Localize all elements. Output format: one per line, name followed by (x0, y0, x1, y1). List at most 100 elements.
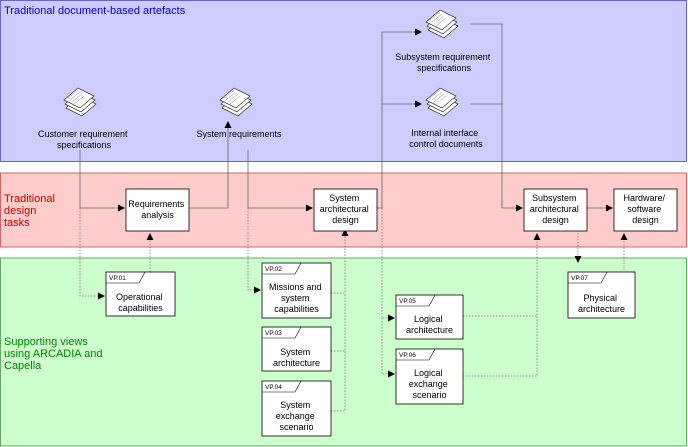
connector-customer-to-vp01 (79, 208, 105, 300)
viewpoint-tag: VP.06 (399, 352, 416, 359)
viewpoint-label-line: capabilities (118, 303, 163, 313)
lane-tasks-title: Traditional design tasks (4, 193, 58, 229)
viewpoint-label-line: scenario (279, 422, 313, 432)
lane-tasks-title-line: tasks (4, 217, 30, 229)
viewpoint-tag: VP.05 (399, 298, 416, 305)
task-label-line: design (332, 215, 359, 225)
document-label: Customer requirement specifications (38, 129, 130, 150)
document-label-line: Customer requirement (38, 129, 128, 139)
document-label-line: specifications (57, 140, 112, 150)
lane-tasks-title-line: Traditional (4, 193, 55, 205)
viewpoint-label-line: Missions and (269, 282, 322, 292)
document-label-line: control documents (409, 139, 483, 149)
viewpoint-vp02: VP.02 Missions and system capabilities (261, 262, 332, 319)
task-label-line: analysis (141, 210, 174, 220)
viewpoint-label: Operational capabilities (116, 292, 165, 313)
viewpoint-box (261, 326, 332, 372)
viewpoint-label-line: architecture (406, 325, 453, 335)
viewpoint-label-line: Operational (116, 292, 163, 302)
task-requirements-analysis: Requirements analysis (125, 188, 190, 232)
viewpoint-tab (396, 348, 436, 361)
lane-views-title-line: Capella (4, 360, 42, 372)
task-box (313, 188, 378, 232)
document-label-line: Internal interface (411, 128, 478, 138)
task-box (125, 188, 190, 232)
viewpoint-label-line: Logical (414, 368, 443, 378)
viewpoint-label-line: System (280, 400, 310, 410)
viewpoint-box (567, 271, 636, 319)
task-subsystem-architectural-design: Subsystem architectural design (523, 188, 588, 232)
viewpoint-label-line: architecture (578, 304, 625, 314)
task-label-line: software (627, 204, 661, 214)
connector-subsystem-req-to-subsys-design (470, 23, 523, 212)
viewpoint-vp01: VP.01 Operational capabilities (105, 271, 176, 317)
viewpoint-label-line: architecture (273, 358, 320, 368)
lane-tasks-title-line: design (4, 205, 36, 217)
connector-sys-design-to-subsystem-req (377, 28, 422, 209)
viewpoint-label-line: Logical (414, 314, 443, 324)
viewpoint-tab (262, 326, 302, 339)
document-label-line: System requirements (196, 129, 282, 139)
viewpoint-tag: VP.03 (265, 330, 282, 337)
lane-documents-bg (0, 0, 687, 162)
task-label-line: Requirements (128, 199, 185, 209)
lane-views-title-line: using ARCADIA and (4, 348, 102, 360)
viewpoint-label-line: exchange (276, 411, 315, 421)
viewpoint-tab (106, 271, 146, 284)
viewpoint-label: Physical architecture (578, 293, 625, 314)
viewpoint-vp07: VP.07 Physical architecture (567, 271, 636, 319)
viewpoint-label: Logical exchange scenario (409, 368, 451, 400)
connectors (79, 23, 628, 412)
task-label: Subsystem architectural design (530, 193, 582, 225)
task-system-architectural-design: System architectural design (313, 188, 378, 232)
document-label: Subsystem requirement specifications (395, 52, 493, 73)
lane-views-title: Supporting views using ARCADIA and Capel… (4, 336, 106, 372)
task-label-line: architectural (320, 204, 369, 214)
viewpoint-label: Missions and system capabilities (269, 282, 324, 314)
task-label: Hardware/ software design (623, 193, 667, 225)
viewpoint-label-line: capabilities (274, 304, 319, 314)
viewpoint-label-line: system (281, 293, 310, 303)
task-box (523, 188, 588, 232)
task-label: Requirements analysis (128, 199, 187, 220)
document-label-line: Subsystem requirement (395, 52, 491, 62)
viewpoint-label-line: Physical (583, 293, 617, 303)
task-label: System architectural design (320, 193, 372, 225)
viewpoint-box (395, 348, 464, 405)
viewpoint-label-line: System (280, 347, 310, 357)
connector-sys-design-to-vp05 (381, 208, 395, 322)
viewpoint-tab (568, 271, 608, 284)
lane-views-title-line: Supporting views (4, 336, 88, 348)
viewpoint-label: System exchange scenario (276, 400, 318, 432)
document-interface-docs: Internal interface control documents (409, 87, 483, 149)
task-hardware-software-design: Hardware/ software design (613, 188, 678, 232)
viewpoint-box (395, 294, 464, 340)
connector-vp05-to-subsys-design (463, 233, 541, 317)
connector-vp06-to-subsys-design (463, 316, 538, 377)
task-label-line: System (329, 193, 359, 203)
viewpoint-tag: VP.02 (265, 266, 282, 273)
viewpoint-tab (262, 380, 302, 393)
connector-req-analysis-to-system-req (189, 121, 232, 209)
viewpoint-vp06: VP.06 Logical exchange scenario (395, 348, 464, 405)
viewpoint-box (261, 262, 332, 319)
document-label: Internal interface control documents (409, 128, 483, 149)
viewpoint-vp05: VP.05 Logical architecture (395, 294, 464, 340)
viewpoint-label-line: scenario (412, 390, 446, 400)
lane-documents-title: Traditional document-based artefacts (4, 5, 186, 17)
viewpoint-box (261, 380, 332, 437)
task-label-line: design (542, 215, 569, 225)
viewpoint-box (105, 271, 176, 317)
task-box (613, 188, 678, 232)
document-label-line: specifications (417, 63, 472, 73)
document-label: System requirements (196, 129, 282, 139)
task-label-line: architectural (530, 204, 579, 214)
lane-documents: Traditional document-based artefacts (0, 0, 687, 162)
connector-sys-design-to-vp06 (381, 318, 395, 378)
viewpoint-tag: VP.04 (265, 384, 282, 391)
viewpoint-label-line: exchange (409, 379, 448, 389)
task-label-line: design (632, 215, 659, 225)
task-label-line: Hardware/ (623, 193, 665, 203)
viewpoint-tag: VP.01 (109, 275, 126, 282)
viewpoint-vp04: VP.04 System exchange scenario (261, 380, 332, 437)
